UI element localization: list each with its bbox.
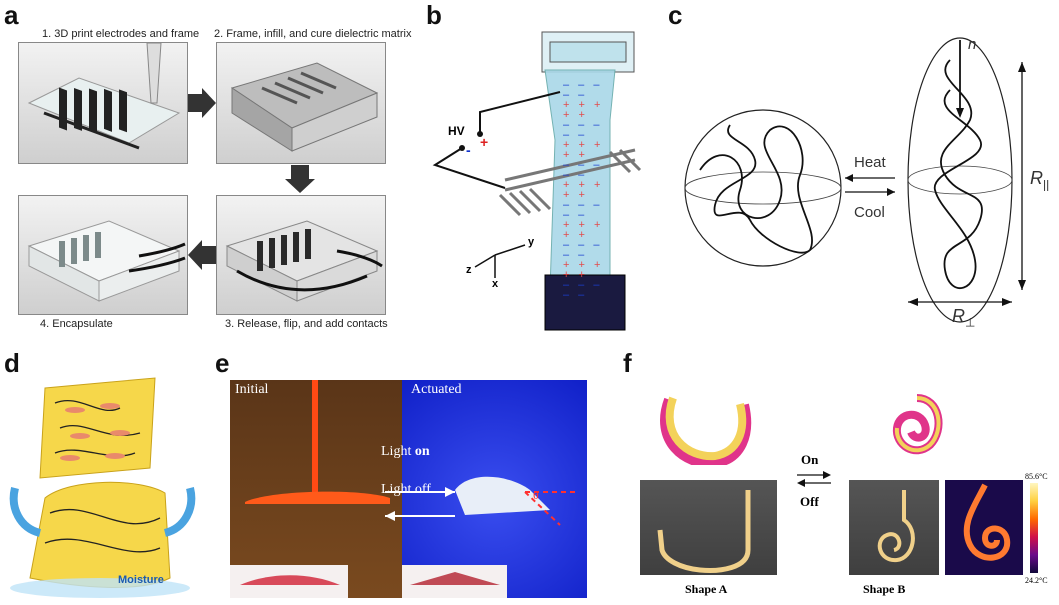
axis-z: z <box>466 264 472 276</box>
panel-d-label: d <box>4 348 20 378</box>
heat-label: Heat <box>854 154 886 171</box>
moisture-label: Moisture <box>118 574 164 586</box>
light-on-label: Light on <box>381 444 430 460</box>
step-1-caption: 1. 3D print electrodes and frame <box>42 28 200 40</box>
droplet-diagram <box>230 380 575 598</box>
r-parallel-subscript: || <box>1043 177 1050 192</box>
hv-label: HV <box>448 124 465 138</box>
panel-b: b – – – – –+ + + + + – – – – –+ <box>410 0 660 345</box>
process-arrow-down <box>285 165 315 193</box>
shape-b-model <box>892 394 943 455</box>
light-on-bold: on <box>414 444 430 459</box>
contact-angle-label: θ <box>533 488 539 502</box>
cool-label: Cool <box>854 204 885 221</box>
polymer-chain-diagram <box>684 37 1026 323</box>
r-parallel-label: R|| <box>1030 168 1049 192</box>
panel-c-label: c <box>668 0 683 30</box>
temperature-colorbar <box>1030 483 1038 573</box>
plus-terminal: + <box>480 134 489 150</box>
charge-pattern: – – – – –+ + + + + – – – – –+ + + + + – … <box>563 79 604 301</box>
off-label: Off <box>800 494 819 509</box>
stretching-film-diagram <box>432 31 642 331</box>
panel-d: d Moisture <box>0 348 205 600</box>
r-perp-label: R⊥ <box>952 306 975 330</box>
step-3-image <box>216 195 386 315</box>
thermal-image <box>945 480 1023 575</box>
panel-f: f 85.6°C 24.2°C On Off Shape A Shape B <box>595 348 1059 600</box>
panel-e: e Initial Actuated Light on Light off θ <box>205 348 595 600</box>
panel-f-label: f <box>623 348 632 378</box>
step-3-caption: 3. Release, flip, and add contacts <box>225 318 388 330</box>
reversible-arrows <box>797 471 831 487</box>
moisture-sheet-diagram <box>9 377 196 598</box>
temp-min-label: 24.2°C <box>1025 576 1048 585</box>
axis-y: y <box>528 236 535 248</box>
panel-b-label: b <box>426 0 442 30</box>
step-4-caption: 4. Encapsulate <box>40 318 113 330</box>
light-off-label: Light off <box>381 482 431 497</box>
actuated-label: Actuated <box>411 382 462 397</box>
shape-b-photo <box>849 480 939 575</box>
shape-b-label: Shape B <box>863 582 906 596</box>
panel-a: a 1. 3D print electrodes and frame 2. Fr… <box>0 0 411 345</box>
panel-a-label: a <box>4 0 19 30</box>
temp-max-label: 85.6°C <box>1025 472 1048 481</box>
step-2-caption: 2. Frame, infill, and cure dielectric ma… <box>214 28 412 40</box>
step-2-image <box>216 42 386 164</box>
r-perp-subscript: ⊥ <box>965 315 976 330</box>
shape-a-label: Shape A <box>685 582 728 596</box>
process-arrow-left <box>188 240 216 270</box>
process-arrow-right <box>188 88 216 118</box>
thermal-coil <box>963 483 1011 561</box>
shape-a-photo <box>640 480 777 575</box>
axis-x: x <box>492 278 499 290</box>
step-1-image <box>18 42 188 164</box>
on-label: On <box>801 452 819 467</box>
panel-e-label: e <box>215 348 230 378</box>
director-n-label: n <box>968 36 977 53</box>
light-on-prefix: Light <box>381 444 415 459</box>
panel-c: c Heat Cool n R|| R⊥ <box>660 0 1059 345</box>
step-4-image <box>18 195 188 315</box>
initial-label: Initial <box>235 382 269 397</box>
r-parallel-symbol: R <box>1030 168 1043 188</box>
shape-a-strip <box>657 490 751 573</box>
minus-terminal: - <box>466 142 471 158</box>
shape-a-model <box>660 396 752 465</box>
shape-b-strip <box>877 490 915 563</box>
r-perp-symbol: R <box>952 306 965 326</box>
